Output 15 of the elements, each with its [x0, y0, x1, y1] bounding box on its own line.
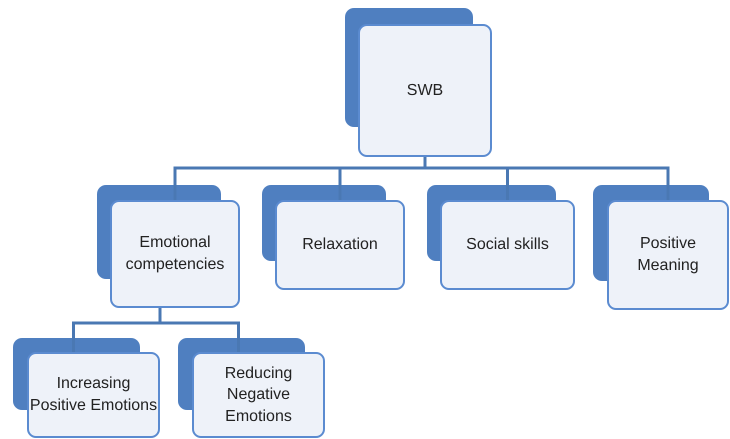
node-label: Increasing Positive Emotions — [29, 374, 158, 416]
process-box — [607, 200, 729, 310]
node-label: SWB — [406, 80, 444, 101]
process-box — [440, 200, 575, 290]
node-label: Social skills — [466, 235, 549, 256]
node-label: Emotional competencies — [124, 233, 226, 275]
node-label: Relaxation — [302, 235, 378, 256]
node-label: Positive Meaning — [636, 234, 700, 276]
connector-line — [158, 308, 240, 352]
process-box — [192, 352, 325, 438]
process-box — [358, 24, 492, 157]
process-box — [110, 200, 240, 308]
process-box — [275, 200, 405, 290]
process-box — [27, 352, 160, 438]
node-label: Reducing Negative Emotions — [224, 364, 294, 427]
